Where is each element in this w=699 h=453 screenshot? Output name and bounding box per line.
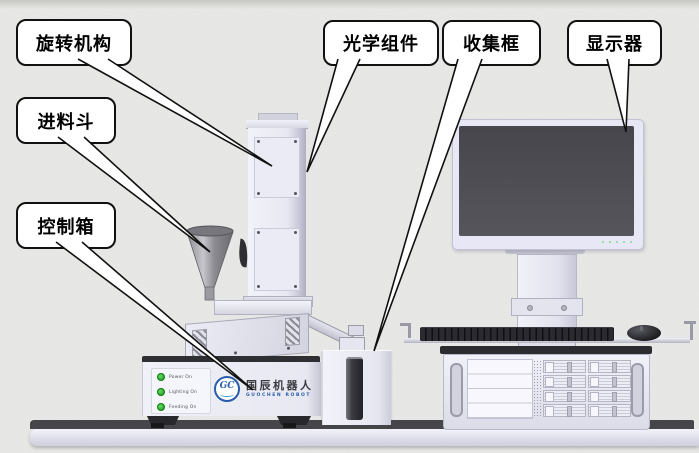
vent-dots	[533, 360, 541, 416]
mouse	[627, 325, 661, 341]
keyboard	[420, 327, 614, 341]
screw-icon	[527, 305, 533, 311]
screw-icon	[257, 285, 260, 288]
logo-name-en: GUOCHEN ROBOT	[246, 392, 312, 398]
monitor-stand-base	[511, 298, 583, 316]
tray-bracket	[400, 323, 411, 326]
mouse-wheel-icon	[640, 326, 643, 331]
callout-rotation-mechanism: 旋转机构	[16, 19, 132, 66]
feeding-led-label: Feeding On	[169, 404, 197, 410]
lighting-led-label: Lighting On	[169, 389, 198, 395]
feed-hopper	[186, 225, 234, 301]
logo-name-cn: 国辰机器人	[246, 379, 314, 393]
monitor-led-icon	[623, 241, 625, 243]
monitor-led-icon	[609, 241, 611, 243]
control-box-top-edge	[142, 356, 320, 362]
power-led-icon	[157, 373, 165, 381]
screw-icon	[257, 192, 260, 195]
drive-tray	[543, 389, 586, 403]
power-led-label: Power On	[169, 374, 193, 380]
computer-case-top-edge	[440, 346, 652, 354]
wave-icon	[220, 392, 234, 397]
drive-bay-panel	[467, 359, 533, 419]
screw-icon	[257, 231, 260, 234]
monitor-neck	[505, 247, 585, 254]
drive-tray	[543, 360, 586, 373]
tray-bracket	[690, 321, 693, 340]
rack-handle	[631, 363, 644, 417]
callout-optics-label: 光学组件	[343, 34, 419, 55]
control-box-foot	[146, 414, 180, 425]
callout-monitor-label: 显示器	[586, 34, 643, 55]
logo-monogram: GC	[219, 380, 235, 391]
lighting-led-icon	[157, 388, 165, 396]
tray-bracket	[408, 323, 411, 340]
callout-rotation-label: 旋转机构	[36, 33, 112, 55]
drive-tray	[588, 374, 631, 388]
floor-shadow	[0, 0, 699, 10]
callout-monitor: 显示器	[567, 20, 662, 66]
callout-collection-box: 收集框	[442, 20, 541, 66]
screw-icon	[561, 305, 567, 311]
monitor-led-icon	[602, 241, 604, 243]
tower-lower-panel	[254, 228, 300, 291]
drive-tray	[588, 404, 631, 417]
screw-icon	[257, 140, 260, 143]
feeding-led-icon	[157, 403, 165, 411]
logo-badge-icon: GC	[214, 376, 240, 402]
callout-optical-assembly: 光学组件	[323, 20, 439, 66]
rack-handle	[450, 363, 463, 417]
monitor-led-icon	[630, 241, 632, 243]
monitor-led-icon	[616, 241, 618, 243]
drive-tray	[588, 389, 631, 403]
tower-upper-panel	[254, 137, 300, 198]
screw-icon	[294, 231, 297, 234]
mount-step	[348, 325, 364, 336]
foot-pad	[151, 423, 164, 428]
screw-icon	[294, 140, 297, 143]
callout-collection-label: 收集框	[463, 34, 520, 55]
callout-control-label: 控制箱	[37, 216, 95, 238]
screw-icon	[294, 285, 297, 288]
guochen-logo: GC 国辰机器人 GUOCHEN ROBOT	[214, 374, 330, 404]
foot-pad	[283, 423, 296, 428]
drive-tray-grid	[543, 360, 631, 417]
feeder-plate	[214, 300, 312, 315]
drive-tray	[543, 374, 586, 388]
control-box-foot	[276, 414, 312, 425]
drive-tray	[588, 360, 631, 373]
collection-box-handle	[346, 357, 363, 420]
callout-hopper-label: 进料斗	[37, 111, 95, 133]
monitor-stand-column	[517, 254, 577, 340]
screw-icon	[294, 192, 297, 195]
base-platform	[30, 429, 699, 446]
monitor-screen	[459, 126, 634, 236]
drive-tray	[543, 404, 586, 417]
led-panel: Power On Lighting On Feeding On	[151, 368, 211, 414]
